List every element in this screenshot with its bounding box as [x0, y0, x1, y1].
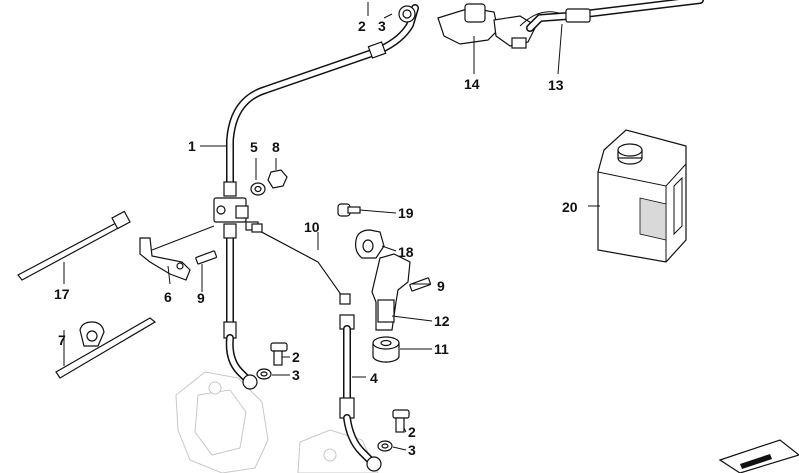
- grommet-11: [372, 336, 400, 363]
- corner-marker-icon: [718, 439, 799, 473]
- washer-right: [377, 440, 393, 452]
- callout-13: 13: [548, 77, 564, 93]
- brake-hose-13: [526, 0, 704, 32]
- hollow-bolt-right: [392, 409, 410, 433]
- callout-5: 5: [250, 139, 258, 155]
- clip-18: [355, 229, 385, 259]
- bolt-19: [337, 203, 361, 217]
- callout-18: 18: [398, 244, 414, 260]
- leader-lines: [63, 2, 600, 451]
- nut-8: [267, 169, 288, 189]
- bolt-9-left: [195, 250, 218, 265]
- washer-left: [256, 368, 272, 380]
- callout-14: 14: [464, 76, 480, 92]
- brake-line-10: [251, 223, 351, 305]
- callout-1: 1: [188, 138, 196, 154]
- callout-11: 11: [434, 341, 449, 357]
- callout-12: 12: [434, 313, 450, 329]
- washer-5: [250, 182, 266, 196]
- callout-4: 4: [370, 370, 378, 386]
- master-cylinder-14: [437, 3, 563, 49]
- brake-hose-main: [223, 4, 419, 390]
- callout-3-left: 3: [292, 367, 300, 383]
- callout-2-top: 2: [358, 18, 366, 34]
- callout-7: 7: [58, 332, 66, 348]
- callout-2-left: 2: [292, 349, 300, 365]
- callout-3-top: 3: [378, 18, 386, 34]
- washer-top: [398, 5, 416, 23]
- cable-tie-7: [55, 317, 157, 379]
- callout-6: 6: [164, 289, 172, 305]
- callout-2-right: 2: [408, 424, 416, 440]
- cable-tie-17: [17, 210, 131, 281]
- callout-9-right: 9: [437, 278, 445, 294]
- callout-20: 20: [562, 199, 578, 215]
- callout-3-right: 3: [408, 442, 416, 458]
- brake-hose-4: [339, 314, 382, 472]
- callout-10: 10: [304, 219, 320, 235]
- ghost-caliper-left: [175, 371, 269, 473]
- callout-17: 17: [54, 286, 70, 302]
- brake-fluid-can-20: [597, 129, 687, 263]
- holder-12: [371, 253, 411, 331]
- callout-8: 8: [272, 139, 280, 155]
- callouts: 1 2 3 5 8 6 9 17 7 10 19 18 9 12 11 4 2 …: [54, 18, 578, 458]
- callout-9-left: 9: [197, 290, 205, 306]
- hollow-bolt-left: [270, 342, 288, 366]
- callout-19: 19: [398, 205, 414, 221]
- bracket-6: [139, 225, 215, 281]
